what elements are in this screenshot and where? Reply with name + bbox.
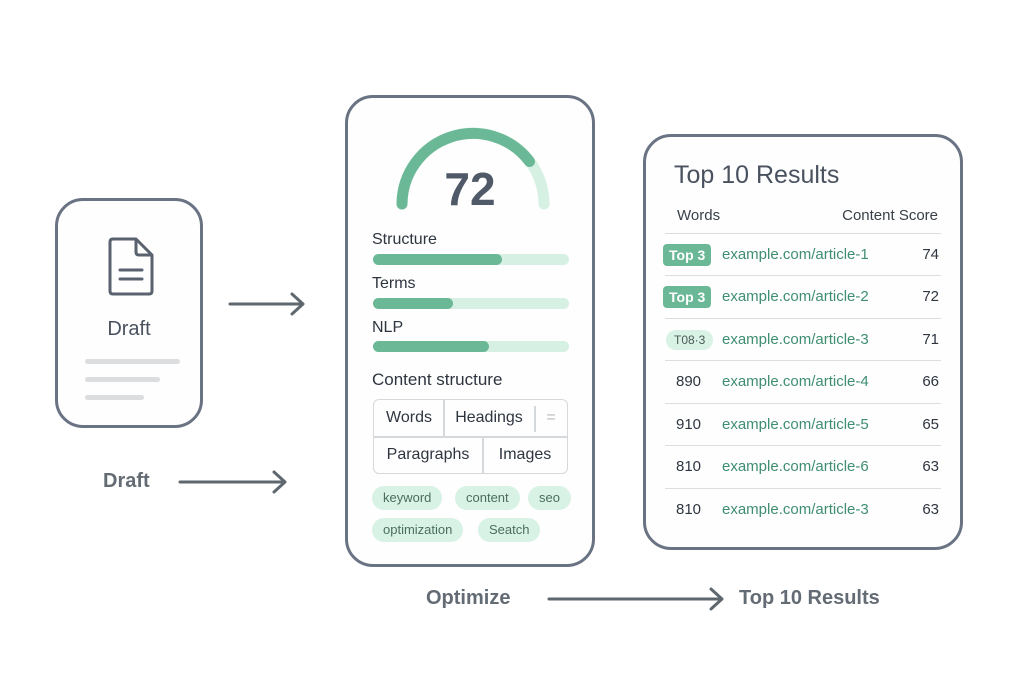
table-row: Top 3 example.com/article-1 74 xyxy=(663,233,941,276)
column-header-content-score: Content Score xyxy=(842,207,938,224)
result-score: 74 xyxy=(922,246,939,263)
table-row: 910 example.com/article-5 65 xyxy=(665,403,941,446)
column-header-words: Words xyxy=(677,207,721,224)
flow-label-results: Top 10 Results xyxy=(739,587,880,609)
keyword-tag[interactable]: Seatch xyxy=(478,518,541,542)
progress-bar-structure xyxy=(373,254,569,265)
result-link[interactable]: example.com/article-4 xyxy=(722,373,869,390)
result-link[interactable]: example.com/article-6 xyxy=(722,458,869,475)
structure-cell-paragraphs[interactable]: Paragraphs xyxy=(386,446,470,463)
result-score: 63 xyxy=(922,458,939,475)
results-card: Top 10 Results Words Content Score Top 3… xyxy=(643,134,963,550)
rank-badge: Top 3 xyxy=(663,244,712,266)
result-words: 910 xyxy=(676,416,702,433)
text-line-placeholder xyxy=(85,377,160,382)
draft-title: Draft xyxy=(107,318,151,340)
results-title: Top 10 Results xyxy=(674,161,840,189)
keyword-tag[interactable]: seo xyxy=(528,486,571,510)
optimize-card: 72 Structure Terms NLP Content structure… xyxy=(345,95,595,567)
table-row: Top 3 example.com/article-2 72 xyxy=(663,275,941,318)
keyword-tag[interactable]: content xyxy=(455,486,520,510)
metric-label-structure: Structure xyxy=(372,231,437,248)
result-score: 66 xyxy=(922,373,939,390)
result-link[interactable]: example.com/article-2 xyxy=(722,288,869,305)
result-link[interactable]: example.com/article-3 xyxy=(722,331,869,348)
arrow-right-icon xyxy=(547,587,724,611)
structure-cell-images[interactable]: Images xyxy=(498,446,552,463)
table-row: 890 example.com/article-4 66 xyxy=(665,360,941,403)
draft-card: Draft xyxy=(55,198,203,428)
result-words: 890 xyxy=(676,373,702,390)
result-score: 63 xyxy=(922,501,939,518)
text-line-placeholder xyxy=(85,359,180,364)
structure-cell-headings[interactable]: Headings xyxy=(455,409,523,426)
result-words: 810 xyxy=(676,501,702,518)
result-link[interactable]: example.com/article-1 xyxy=(722,246,869,263)
metric-label-nlp: NLP xyxy=(372,319,404,336)
table-row: T08·3 example.com/article-3 71 xyxy=(665,318,941,361)
flow-label-optimize: Optimize xyxy=(426,587,511,609)
text-line-placeholder xyxy=(85,395,144,400)
score-gauge xyxy=(396,127,550,210)
arrow-right-icon xyxy=(178,470,287,494)
progress-bar-nlp xyxy=(373,341,569,352)
keyword-tag[interactable]: keyword xyxy=(372,486,443,510)
rank-badge: T08·3 xyxy=(666,330,714,350)
metric-label-terms: Terms xyxy=(372,275,416,292)
document-icon xyxy=(108,237,154,296)
rank-badge: Top 3 xyxy=(663,286,712,308)
structure-cell-words[interactable]: Words xyxy=(386,409,432,426)
arrow-right-icon xyxy=(228,292,305,316)
flow-label-draft: Draft xyxy=(103,470,150,492)
result-words: 810 xyxy=(676,458,702,475)
table-row: 810 example.com/article-6 63 xyxy=(665,445,941,488)
progress-bar-terms xyxy=(373,298,569,309)
result-link[interactable]: example.com/article-5 xyxy=(722,416,869,433)
result-score: 65 xyxy=(922,416,939,433)
content-structure-title: Content structure xyxy=(372,370,503,389)
result-link[interactable]: example.com/article-3 xyxy=(722,501,869,518)
content-structure-grid: Words Headings = Paragraphs Images xyxy=(373,399,568,474)
keyword-tag[interactable]: optimization xyxy=(372,518,464,542)
result-score: 72 xyxy=(922,288,939,305)
more-icon[interactable]: = xyxy=(546,409,556,426)
result-score: 71 xyxy=(922,331,939,348)
table-row: 810 example.com/article-3 63 xyxy=(665,488,941,531)
content-score: 72 xyxy=(444,163,496,215)
